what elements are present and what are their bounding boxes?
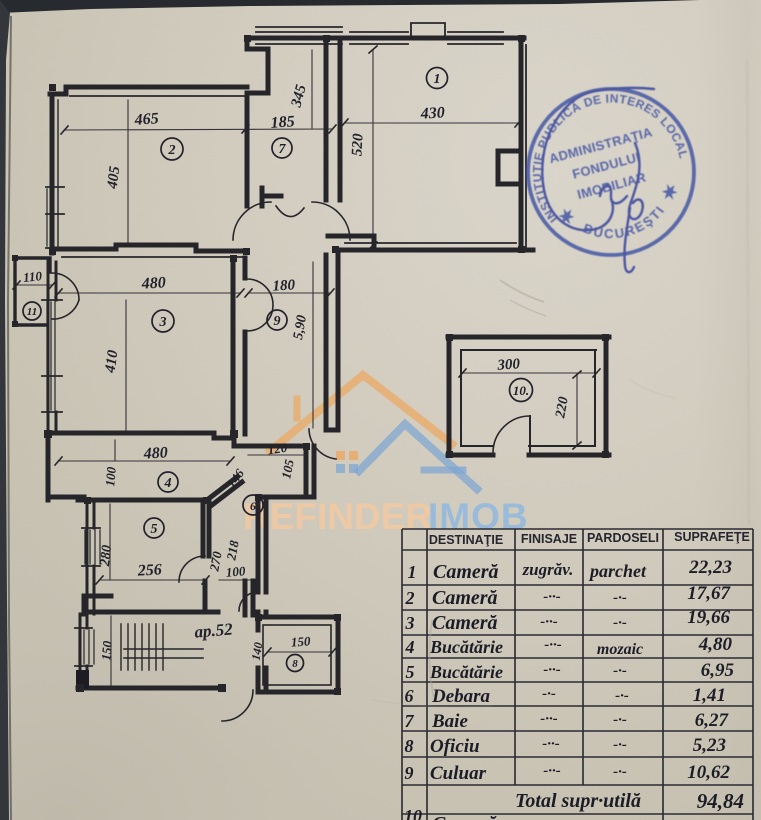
svg-text:150: 150 [290,633,311,649]
svg-text:480: 480 [140,274,166,292]
svg-text:9: 9 [405,763,414,783]
svg-text:-·-: -·- [615,688,629,704]
svg-text:100: 100 [225,563,246,580]
svg-text:105: 105 [278,457,297,480]
svg-text:Oficiu: Oficiu [430,736,480,757]
svg-text:300: 300 [496,356,521,374]
svg-text:IMOB: IMOB [428,496,529,537]
svg-text:Bucătărie: Bucătărie [429,637,503,657]
svg-text:-·-: -·- [613,764,627,780]
svg-text:-·-: -·- [613,615,627,631]
svg-text:120: 120 [267,440,289,458]
svg-text:10: 10 [404,806,422,820]
svg-text:256: 256 [136,561,162,579]
svg-text:410: 410 [102,349,121,375]
svg-text:3: 3 [405,613,415,633]
svg-text:6: 6 [405,686,414,706]
svg-text:1: 1 [408,562,417,582]
svg-text:1,41: 1,41 [693,685,726,706]
svg-text:5,90: 5,90 [291,314,310,341]
svg-text:480: 480 [142,444,168,462]
svg-text:405: 405 [105,165,124,191]
svg-text:3: 3 [159,315,167,330]
svg-text:4,80: 4,80 [698,634,733,655]
svg-text:150: 150 [98,640,115,661]
svg-text:Cameră: Cameră [433,561,499,583]
svg-text:Cameră: Cameră [432,587,498,609]
svg-text:465: 465 [133,110,159,129]
svg-text:-··-: -··- [543,589,561,605]
svg-text:110: 110 [22,268,43,285]
svg-text:17,67: 17,67 [687,583,731,604]
svg-text:-·-: -·- [613,712,627,728]
svg-text:1: 1 [434,72,441,87]
svg-text:5: 5 [406,662,415,682]
svg-text:ap.52: ap.52 [194,619,234,641]
svg-text:-·-: -·- [613,663,627,679]
svg-text:-··-: -··- [543,662,561,678]
svg-text:280: 280 [98,544,115,567]
svg-text:-··-: -··- [540,614,558,630]
svg-text:6,27: 6,27 [695,710,730,731]
svg-text:Culuar: Culuar [430,763,487,784]
svg-text:100: 100 [102,466,119,487]
svg-text:-··-: -··- [540,711,558,727]
svg-text:22,23: 22,23 [688,557,732,578]
svg-text:6: 6 [250,499,256,513]
svg-text:Bucătărie: Bucătărie [429,662,503,682]
svg-text:8: 8 [292,658,298,670]
svg-text:-·-: -·- [542,686,556,702]
svg-text:345: 345 [288,83,310,110]
svg-text:SUPRAFEŢE: SUPRAFEŢE [674,530,750,544]
svg-text:9: 9 [274,314,281,329]
svg-text:DESTINAŢIE: DESTINAŢIE [429,533,503,547]
svg-text:270: 270 [206,550,224,573]
svg-text:-·-: -·- [613,737,627,753]
svg-text:430: 430 [419,104,445,122]
svg-text:10,62: 10,62 [687,762,730,783]
svg-text:6,95: 6,95 [701,660,735,681]
svg-text:8: 8 [405,736,414,756]
svg-text:5: 5 [151,522,158,537]
svg-text:185: 185 [270,113,295,132]
svg-text:Cameră: Cameră [432,813,498,820]
svg-text:Baie: Baie [431,711,468,732]
svg-text:mozaic: mozaic [597,641,643,658]
svg-text:4: 4 [164,476,172,491]
svg-text:180: 180 [272,277,296,294]
svg-text:5,23: 5,23 [693,735,726,756]
svg-text:REFINDER: REFINDER [243,496,432,537]
svg-text:140: 140 [249,641,266,661]
svg-text:PARDOSELI: PARDOSELI [587,531,659,545]
svg-text:520: 520 [349,133,366,157]
svg-text:11: 11 [27,306,37,318]
svg-text:Cameră: Cameră [432,612,498,634]
svg-text:19,66: 19,66 [687,607,730,628]
svg-text:218: 218 [223,539,241,562]
svg-text:Debara: Debara [431,686,491,707]
svg-text:7: 7 [405,711,415,731]
svg-text:7: 7 [279,142,287,157]
svg-text:Total supr·utilă: Total supr·utilă [515,790,641,812]
svg-text:4: 4 [405,637,415,657]
svg-text:2: 2 [168,143,176,158]
svg-text:FINISAJE: FINISAJE [521,532,577,546]
svg-text:10.: 10. [513,383,529,398]
svg-text:parchet: parchet [588,561,647,581]
svg-text:2: 2 [405,588,415,608]
svg-text:-··-: -··- [544,637,562,653]
svg-text:-··-: -··- [543,763,561,779]
svg-text:zugrăv.: zugrăv. [522,560,574,579]
svg-text:94,84: 94,84 [697,789,744,813]
svg-text:220: 220 [553,396,572,420]
svg-text:-··-: -··- [542,736,560,752]
svg-text:-·-: -·- [613,590,627,606]
